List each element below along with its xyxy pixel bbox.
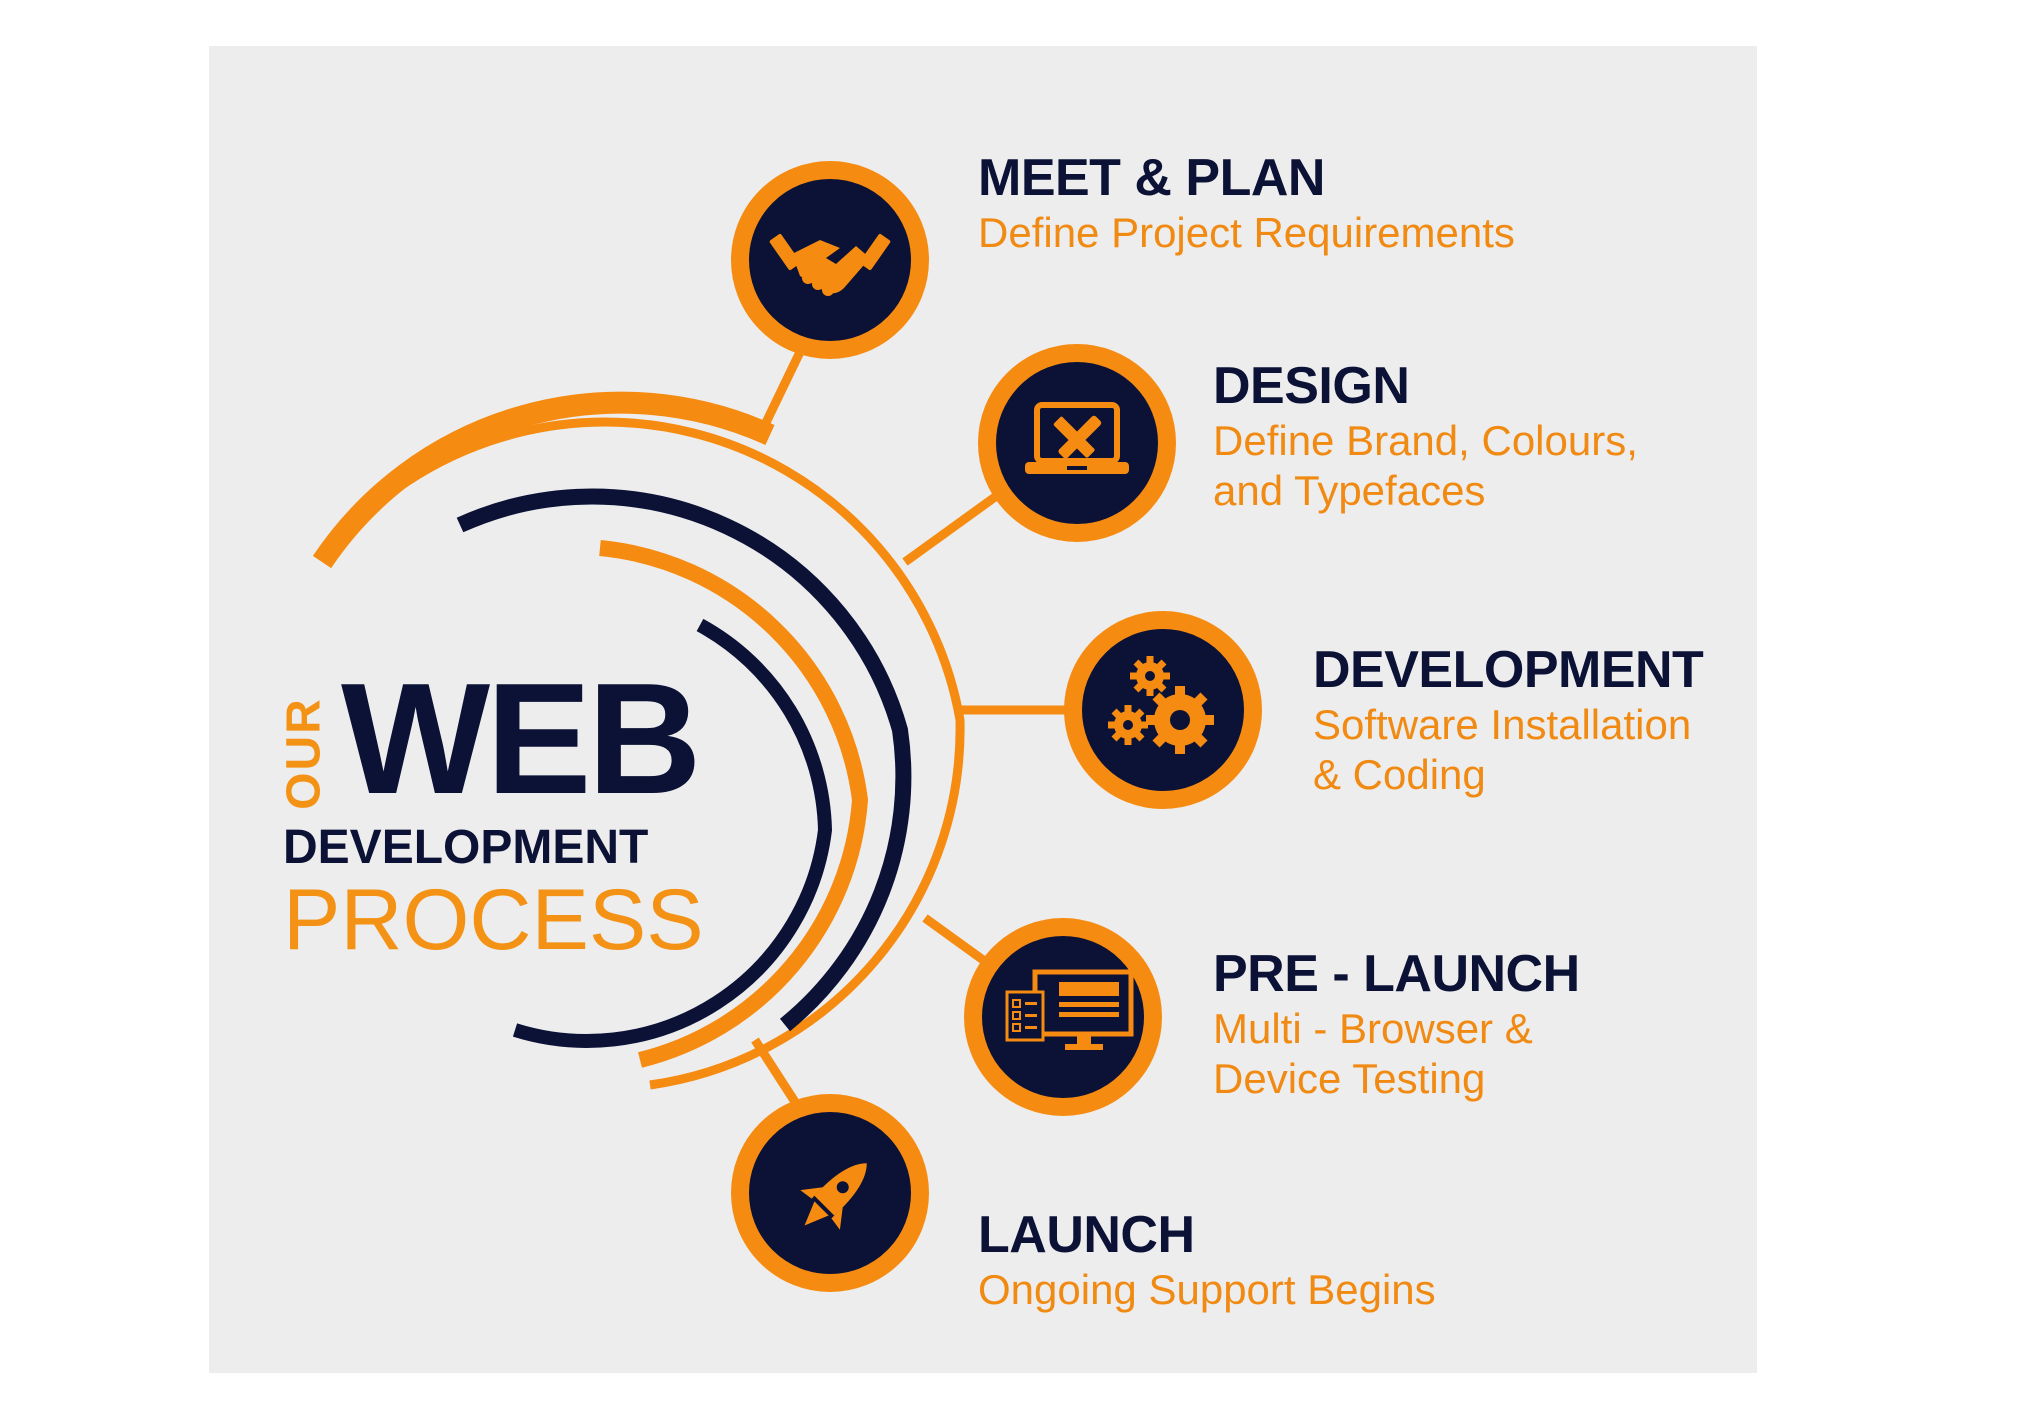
- navy-arc-inner: [512, 618, 833, 1048]
- step-circle-meet: [731, 161, 929, 359]
- outer-orange-arc: [318, 417, 965, 1090]
- orange-arc-middle: [599, 540, 869, 1068]
- connector-meet: [755, 350, 805, 437]
- step-title: DESIGN: [1213, 357, 1410, 415]
- step-circle-prelaunch: [964, 918, 1162, 1116]
- title-process: PROCESS: [283, 872, 704, 968]
- step-title: DEVELOPMENT: [1313, 641, 1704, 699]
- step-pre-launch: PRE - LAUNCH Multi - Browser & Device Te…: [1213, 944, 1580, 1104]
- step-description: Define Brand, Colours, and Typefaces: [1213, 417, 1638, 514]
- step-meet-plan: MEET & PLAN Define Project Requirements: [978, 148, 1515, 258]
- title-development: DEVELOPMENT: [283, 821, 649, 874]
- step-description: Ongoing Support Begins: [978, 1266, 1436, 1313]
- step-design: DESIGN Define Brand, Colours, and Typefa…: [1213, 356, 1638, 516]
- title-web: WEB: [341, 651, 702, 827]
- diagram-title: OUR WEB DEVELOPMENT PROCESS: [278, 660, 723, 972]
- step-title: MEET & PLAN: [978, 149, 1325, 207]
- rocket-icon: [800, 1163, 867, 1230]
- navy-arc-large: [456, 488, 912, 1032]
- laptop-pencil-ruler-icon: [1025, 402, 1129, 474]
- step-circle-development: [1064, 611, 1262, 809]
- step-description: Multi - Browser & Device Testing: [1213, 1005, 1533, 1102]
- connector-design: [902, 493, 998, 566]
- step-title: PRE - LAUNCH: [1213, 945, 1580, 1003]
- step-development: DEVELOPMENT Software Installation & Codi…: [1313, 640, 1704, 800]
- connector-prelaunch: [922, 914, 993, 969]
- handshake-icon: [769, 234, 891, 296]
- gears-icon: [1108, 656, 1214, 754]
- step-circle-launch: [731, 1094, 929, 1292]
- step-launch: LAUNCH Ongoing Support Begins: [978, 1205, 1436, 1315]
- outer-orange-arc-thick: [312, 391, 775, 569]
- monitor-checklist-icon: [1005, 969, 1134, 1050]
- step-description: Define Project Requirements: [978, 209, 1515, 256]
- step-circle-design: [978, 344, 1176, 542]
- step-description: Software Installation & Coding: [1313, 701, 1692, 798]
- step-title: LAUNCH: [978, 1206, 1195, 1264]
- title-our: OUR: [277, 697, 331, 810]
- connector-launch: [751, 1037, 801, 1108]
